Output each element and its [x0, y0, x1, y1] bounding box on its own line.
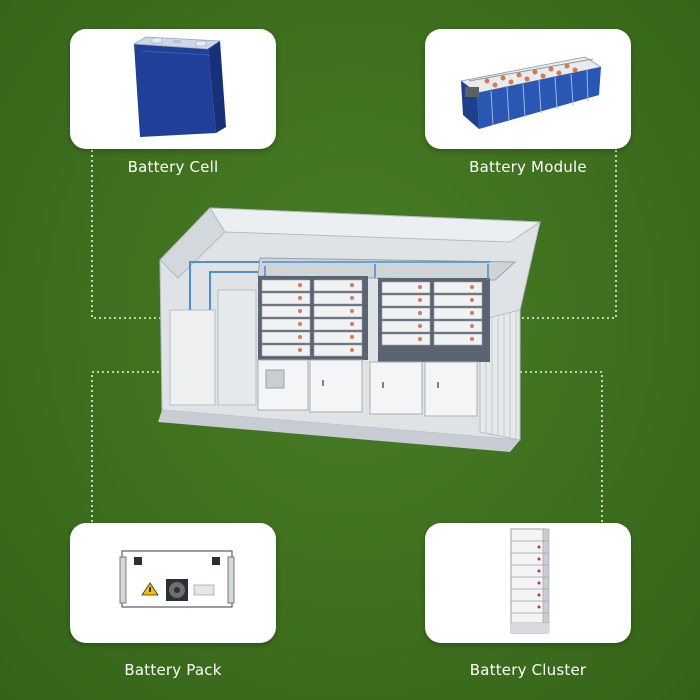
battery-cluster-icon: [510, 528, 550, 634]
battery-cell-card: [70, 29, 276, 149]
battery-cell-label: Battery Cell: [127, 158, 219, 176]
battery-module-card: [425, 29, 631, 149]
battery-pack-icon: [119, 550, 235, 608]
battery-cell-icon: [132, 36, 226, 137]
battery-module-label: Battery Module: [469, 158, 587, 176]
battery-pack-card: [70, 523, 276, 643]
energy-storage-container-icon: [158, 207, 542, 452]
battery-cluster-card: [425, 523, 631, 643]
connector-cell: [91, 150, 340, 319]
battery-module-icon: [460, 56, 603, 129]
battery-pack-label: Battery Pack: [124, 661, 222, 679]
battery-cluster-label: Battery Cluster: [469, 661, 587, 679]
